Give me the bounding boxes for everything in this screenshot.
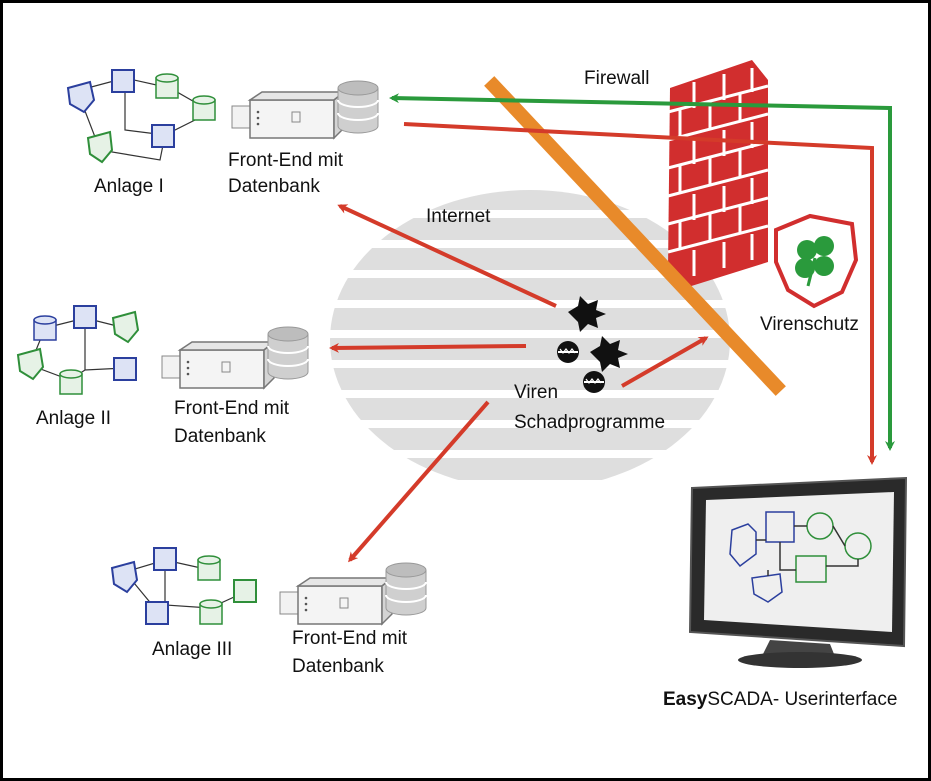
scada-ui-label: EasySCADA- Userinterface	[663, 689, 897, 710]
plant-node-cube-blue	[145, 601, 169, 625]
infected-connection-arrow	[403, 122, 877, 465]
plant-node-cube-blue	[151, 124, 175, 148]
plant-node-cylinder-green	[192, 95, 216, 121]
plant-node-pentagon-green	[111, 310, 140, 344]
scada-screen-diagram	[729, 511, 872, 603]
virus-icon	[568, 296, 606, 332]
virus-attack-arrow	[329, 342, 527, 353]
plant-node-cube-blue	[111, 69, 135, 93]
plant-1-label: Anlage I	[94, 176, 164, 197]
virus-icon	[583, 371, 605, 393]
secure-connection-arrow	[389, 93, 895, 451]
frontend-3-label-line2: Datenbank	[292, 656, 384, 677]
server-icon	[295, 576, 395, 626]
frontend-1-label-line2: Datenbank	[228, 176, 320, 197]
plant-3-label: Anlage III	[152, 639, 232, 660]
database-icon	[385, 562, 427, 616]
firewall-barrier	[484, 76, 786, 396]
virus-attack-arrow	[348, 400, 490, 563]
firewall-label: Firewall	[584, 68, 649, 89]
shield-clover-icon: Virenschutz	[760, 213, 859, 335]
frontend-1: Front-End mit Datenbank	[228, 80, 379, 197]
plant-node-cube-green	[233, 579, 257, 603]
frontend-1-label-line1: Front-End mit	[228, 150, 344, 171]
plant-node-pentagon-blue	[110, 560, 139, 594]
virus-icon	[590, 336, 628, 372]
viren-label: Viren	[514, 382, 558, 403]
frontend-2-label-line2: Datenbank	[174, 426, 266, 447]
plant-1-network: Anlage I	[66, 69, 216, 197]
plant-node-pentagon-green	[86, 130, 114, 164]
plant-node-cylinder-green	[197, 555, 221, 581]
server-icon	[177, 340, 277, 390]
virenschutz-label: Virenschutz	[760, 314, 859, 335]
plant-node-cube-blue	[113, 357, 137, 381]
virus-icon	[557, 341, 579, 363]
plant-2-network: Anlage II	[16, 305, 140, 429]
database-icon	[267, 326, 309, 380]
plant-node-cylinder-green	[59, 369, 83, 395]
database-icon	[337, 80, 379, 134]
plant-node-pentagon-green	[16, 347, 45, 381]
schadprogramme-label: Schadprogramme	[514, 412, 665, 433]
frontend-3: Front-End mit Datenbank	[279, 562, 427, 677]
internet-label: Internet	[426, 206, 491, 227]
frontend-2: Front-End mit Datenbank	[161, 326, 309, 447]
plant-3-network: Anlage III	[110, 547, 257, 660]
plant-2-label: Anlage II	[36, 408, 111, 429]
plant-node-cylinder-green	[155, 73, 179, 99]
plant-node-cube-blue	[73, 305, 97, 329]
scada-ui-label-bold: Easy	[663, 689, 708, 710]
virus-attack-arrow	[337, 204, 557, 308]
monitor-icon: EasySCADA- Userinterface	[663, 476, 908, 710]
virus-attack-arrow	[621, 336, 709, 388]
plant-node-pentagon-blue	[66, 80, 96, 114]
scada-ui-label-rest: SCADA- Userinterface	[707, 689, 897, 710]
firewall-wall: Firewall	[584, 60, 769, 288]
frontend-3-label-line1: Front-End mit	[292, 628, 408, 649]
plant-node-cube-blue	[153, 547, 177, 571]
frontend-2-label-line1: Front-End mit	[174, 398, 290, 419]
server-icon	[247, 90, 347, 140]
plant-node-cylinder-blue	[33, 315, 57, 341]
plant-node-cylinder-green	[199, 599, 223, 625]
